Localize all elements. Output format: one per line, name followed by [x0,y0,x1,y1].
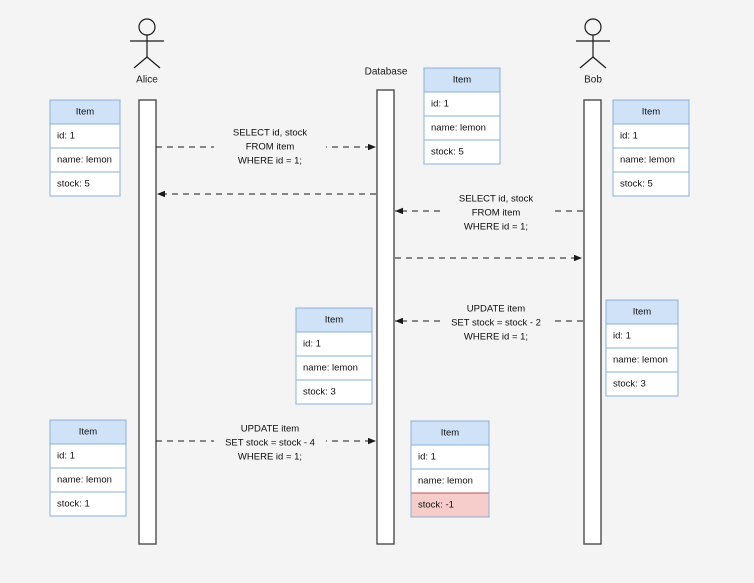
actor-head-icon [138,18,156,36]
object-box-title: Item [441,428,460,439]
actor-head-icon [584,18,602,36]
object-box-outline [605,299,679,397]
object-boxes-layer: Item id: 1 name: lemon stock: 5 Item id: 1 nam… [49,67,690,518]
object-box-alice-item-state-before-update[interactable]: Item id: 1 name: lemon stock: 1 [49,419,127,517]
message-label-line: WHERE id = 1; [464,222,528,233]
actor-label-database: Database [365,67,408,78]
object-box-title: Item [642,107,661,118]
object-box-field-text: name: lemon [613,355,668,366]
object-box-title: Item [633,307,652,318]
object-box-field-text: name: lemon [620,155,675,166]
lifelines-layer [138,89,602,545]
object-box-bob-item-state-after-update[interactable]: Item id: 1 name: lemon stock: 3 [605,299,679,397]
actor-label-bob: Bob [584,75,602,86]
object-box-field-text: name: lemon [57,155,112,166]
actor-leg-right-icon [146,56,161,69]
object-box-field-text: stock: 5 [431,147,464,158]
object-box-field-text: name: lemon [57,475,112,486]
object-box-field-text: id: 1 [57,131,75,142]
message-label-line: FROM item [246,142,295,153]
message-label-line: WHERE id = 1; [238,156,302,167]
object-box-outline [49,99,121,197]
object-box-field-text: stock: 1 [57,499,90,510]
message-label-line: UPDATE item [467,304,526,315]
object-box-header [49,99,121,125]
message-label-line: WHERE id = 1; [464,332,528,343]
object-box-title: Item [76,107,95,118]
object-box-field-text: stock: -1 [418,500,454,511]
object-box-field-row [423,115,501,141]
object-box-field-row [605,347,679,373]
object-box-field-row [295,331,373,357]
actor-stick-figure-bob [576,18,610,69]
object-box-field-text: id: 1 [613,331,631,342]
object-box-outline [410,420,490,518]
object-box-field-text: name: lemon [303,363,358,374]
object-box-title: Item [453,75,472,86]
object-box-alice-item-state-initial[interactable]: Item id: 1 name: lemon stock: 5 [49,99,121,197]
message-label-backdrop-alice-select-request [214,125,326,169]
object-box-field-text: id: 1 [620,131,638,142]
object-box-field-text: name: lemon [431,123,486,134]
message-label-line: WHERE id = 1; [238,452,302,463]
object-box-title: Item [325,315,344,326]
object-box-field-text: id: 1 [57,451,75,462]
object-box-database-item-state-initial[interactable]: Item id: 1 name: lemon stock: 5 [423,67,501,165]
object-box-field-row [295,379,373,405]
object-box-field-row [612,147,690,173]
object-box-field-text: stock: 5 [57,179,90,190]
object-box-title: Item [79,427,98,438]
message-label-line: FROM item [472,208,521,219]
object-box-field-text: stock: 5 [620,179,653,190]
object-box-field-text: stock: 3 [613,379,646,390]
object-box-outline [49,419,127,517]
message-label-backdrop-bob-select-request [440,191,552,235]
actor-leg-left-icon [133,56,148,69]
message-label-backdrop-alice-update-request [214,421,326,465]
message-label-line: UPDATE item [241,424,300,435]
message-label-line: SELECT id, stock [233,128,308,139]
object-box-database-item-state-after-bob-update[interactable]: Item id: 1 name: lemon stock: 3 [295,307,373,405]
actor-stick-figure-alice [130,18,164,69]
alice-lifeline[interactable] [138,99,157,545]
database-lifeline[interactable] [376,89,395,545]
message-label-line: SELECT id, stock [459,194,534,205]
object-box-field-text: id: 1 [418,452,436,463]
actor-label-alice: Alice [136,75,158,86]
object-box-outline [423,67,501,165]
object-box-field-row [612,171,690,197]
object-box-field-row-alert [410,492,490,518]
object-box-field-row [605,323,679,349]
object-box-field-text: name: lemon [418,476,473,487]
actor-leg-left-icon [579,56,594,69]
bob-lifeline[interactable] [583,99,602,545]
object-box-database-item-state-final[interactable]: Item id: 1 name: lemon stock: -1 [410,420,490,518]
object-box-outline [295,307,373,405]
message-label-line: SET stock = stock - 2 [451,318,541,329]
object-box-field-text: id: 1 [303,339,321,350]
message-label-backdrop-bob-update-request [440,301,552,345]
object-box-field-text: stock: 3 [303,387,336,398]
object-box-field-text: id: 1 [431,99,449,110]
object-box-field-row [423,139,501,165]
object-box-outline [612,99,690,197]
message-label-line: SET stock = stock - 4 [225,438,315,449]
actor-leg-right-icon [592,56,607,69]
object-box-bob-item-state-initial[interactable]: Item id: 1 name: lemon stock: 5 [612,99,690,197]
